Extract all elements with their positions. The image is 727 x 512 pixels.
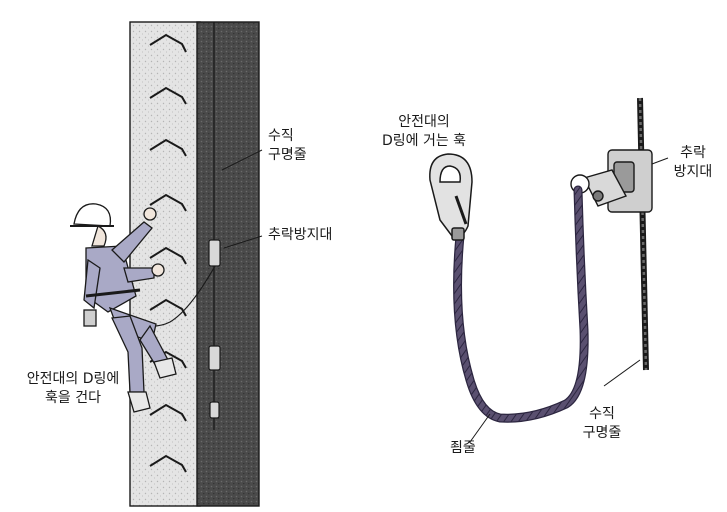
left-figure xyxy=(70,21,263,507)
label-right-fall-arrester: 추락 방지대 xyxy=(668,144,718,182)
right-callout-leaders xyxy=(469,157,669,443)
right-vertical-lifeline xyxy=(637,97,649,371)
snap-hook xyxy=(429,153,473,241)
label-left-vertical-lifeline-line1: 수직 xyxy=(268,128,294,144)
label-right-vertical-lifeline: 수직 구명줄 xyxy=(572,405,632,443)
label-snap-hook-line2: D링에 거는 훅 xyxy=(381,133,467,149)
label-left-vertical-lifeline: 수직 구명줄 xyxy=(268,127,307,165)
label-right-fall-arrester-line2: 방지대 xyxy=(673,164,713,180)
step-rungs xyxy=(149,33,187,473)
label-right-vertical-lifeline-line1: 수직 xyxy=(589,406,615,422)
right-figure xyxy=(429,97,669,443)
label-hook-instruction: 안전대의 D링에 훅을 건다 xyxy=(6,370,140,408)
lanyard-rope xyxy=(453,185,589,423)
label-hook-instruction-line1: 안전대의 D링에 xyxy=(26,371,120,387)
concrete-column xyxy=(129,21,260,507)
right-fall-arrester xyxy=(570,149,653,213)
label-right-vertical-lifeline-line2: 구명줄 xyxy=(582,425,622,441)
left-callout-leaders xyxy=(221,149,263,249)
label-snap-hook: 안전대의 D링에 거는 훅 xyxy=(366,113,482,151)
label-snap-hook-line1: 안전대의 xyxy=(398,114,450,130)
label-left-fall-arrester: 추락방지대 xyxy=(268,227,333,243)
fall-arrester-device xyxy=(208,239,221,419)
label-lanyard: 죔줄 xyxy=(450,440,476,456)
worker xyxy=(70,203,177,413)
label-hook-instruction-line2: 훅을 건다 xyxy=(45,390,101,406)
label-right-fall-arrester-line1: 추락 xyxy=(680,145,706,161)
lanyard-rope-texture xyxy=(454,186,588,422)
label-left-vertical-lifeline-line2: 구명줄 xyxy=(268,147,307,163)
